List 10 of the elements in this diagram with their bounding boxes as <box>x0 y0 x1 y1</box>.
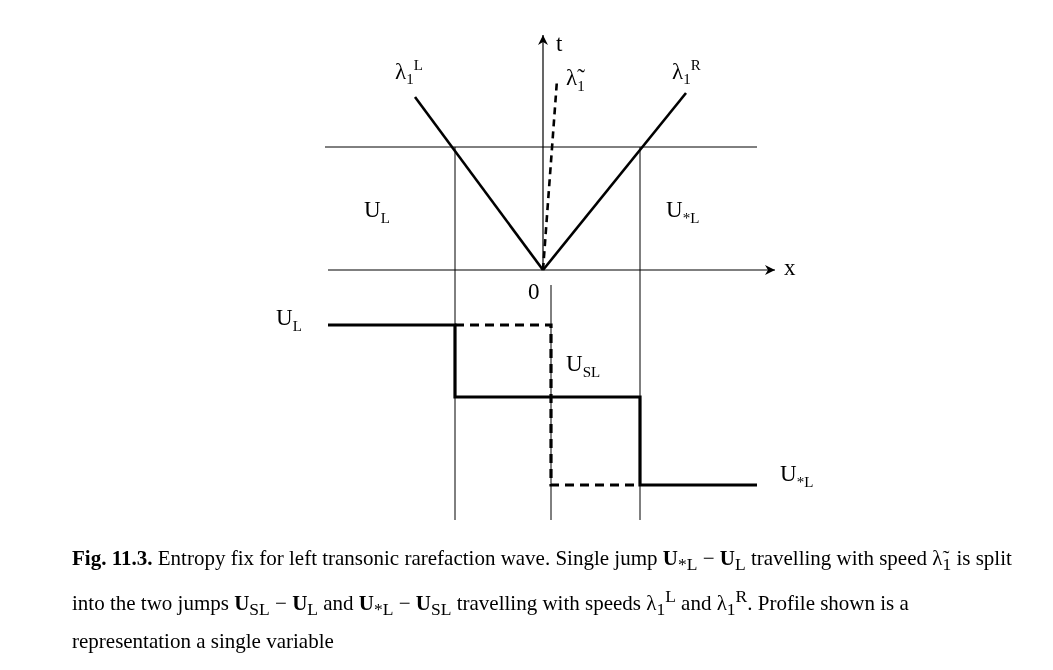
axis-label: x <box>784 256 796 279</box>
state-label: U$_{*L}$ <box>780 462 814 490</box>
state-label: U$_{*L}$ <box>666 198 700 226</box>
wave-speed-label: λ̃$_{1}$ <box>566 66 585 94</box>
state-label: U$_{L}$ <box>364 198 390 226</box>
axis-label: t <box>556 32 563 55</box>
state-label: U$_{L}$ <box>276 306 302 334</box>
figure-caption: Fig. 11.3. Entropy fix for left transonic rarefaction wave. Single jump U$_{*L}$ − U$_{L}$ travelling with speed λ̃$_{1}$ is split into the two jumps U$_{SL}$ − U$_{L}$ and U$_{*L}$ − U$_{SL}$ travelling with speeds λ$_{1}$$^{L}$ and λ$_{1}$$^{R}$. Profile shown is a representation a single variable <box>72 545 1013 656</box>
state-label: U$_{SL}$ <box>566 352 601 380</box>
origin-label: 0 <box>528 280 540 303</box>
